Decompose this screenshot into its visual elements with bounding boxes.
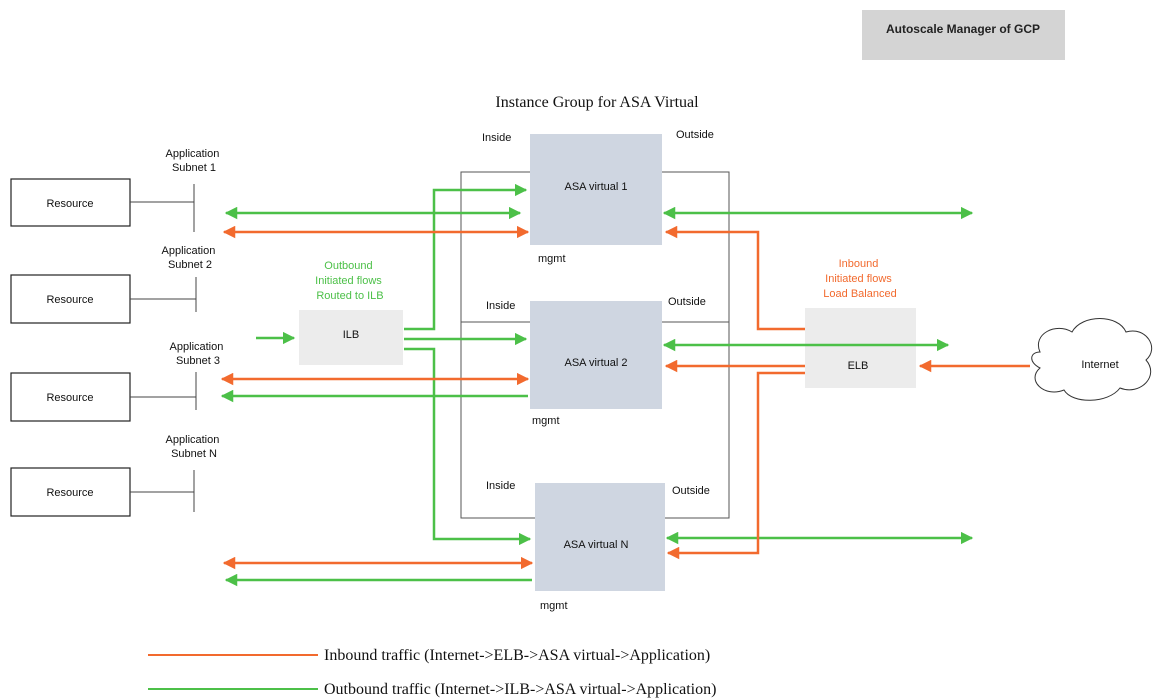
asa-virtual-2-inside: Inside	[486, 300, 515, 312]
resource-3: Resource	[10, 372, 131, 422]
ilb-label: ILB	[343, 329, 360, 341]
ilb-caption: Outbound Initiated flows Routed to ILB	[315, 260, 385, 302]
outbound-traffic-arrows	[220, 183, 974, 587]
asa-virtual-1-inside: Inside	[482, 132, 511, 144]
asa-virtual-1-outside: Outside	[676, 129, 714, 141]
legend: Inbound traffic (Internet->ELB->ASA virt…	[148, 647, 716, 698]
ilb-box	[299, 310, 403, 365]
asa-virtual-1-name: ASA virtual 1	[565, 181, 628, 193]
asa-virtual-n-mgmt: mgmt	[540, 600, 568, 612]
resource-3-label: Resource	[46, 392, 93, 404]
internet-label: Internet	[1081, 359, 1118, 371]
asa-virtual-n-outside: Outside	[672, 485, 710, 497]
subnet-connectors	[130, 184, 197, 512]
outbound-arrow-ilb-to-asan	[404, 347, 532, 546]
autoscale-manager-label: Autoscale Manager of GCP	[886, 22, 1040, 36]
resource-2-label: Resource	[46, 294, 93, 306]
resource-2: Resource	[10, 274, 131, 324]
internet-cloud	[1031, 318, 1152, 401]
inbound-traffic-arrows	[220, 225, 1030, 570]
elb-caption: Inbound Initiated flows Load Balanced	[823, 258, 896, 300]
resource-4: Resource	[10, 467, 131, 517]
subnet-3-label: Application Subnet 3	[170, 341, 227, 367]
asa-virtual-2-box	[530, 301, 662, 409]
elb-box	[805, 308, 916, 388]
subnet-1-label: Application Subnet 1	[166, 148, 223, 174]
asa-virtual-n-box	[535, 483, 665, 591]
autoscale-manager-box	[862, 10, 1065, 60]
asa-virtual-2-name: ASA virtual 2	[565, 357, 628, 369]
instance-group-title: Instance Group for ASA Virtual	[495, 94, 699, 111]
asa-virtual-2-outside: Outside	[668, 296, 706, 308]
asa-virtual-2-mgmt: mgmt	[532, 415, 560, 427]
resource-1: Resource	[10, 178, 131, 227]
asa-virtual-n-inside: Inside	[486, 480, 515, 492]
asa-virtual-1-mgmt: mgmt	[538, 253, 566, 265]
subnet-4-label: Application Subnet N	[166, 434, 223, 460]
resource-4-label: Resource	[46, 487, 93, 499]
inbound-arrow-elb-to-asan	[666, 371, 805, 560]
legend-outbound-label: Outbound traffic (Internet->ILB->ASA vir…	[324, 681, 716, 698]
outbound-arrow-ilb-to-asa1	[404, 183, 528, 331]
legend-inbound-label: Inbound traffic (Internet->ELB->ASA virt…	[324, 647, 710, 664]
asa-virtual-n-name: ASA virtual N	[564, 539, 629, 551]
inbound-arrow-elb-to-asa1	[664, 225, 805, 331]
resource-1-label: Resource	[46, 198, 93, 210]
subnet-2-label: Application Subnet 2	[162, 245, 219, 271]
elb-label: ELB	[848, 360, 869, 372]
asa-virtual-1-box	[530, 134, 662, 245]
